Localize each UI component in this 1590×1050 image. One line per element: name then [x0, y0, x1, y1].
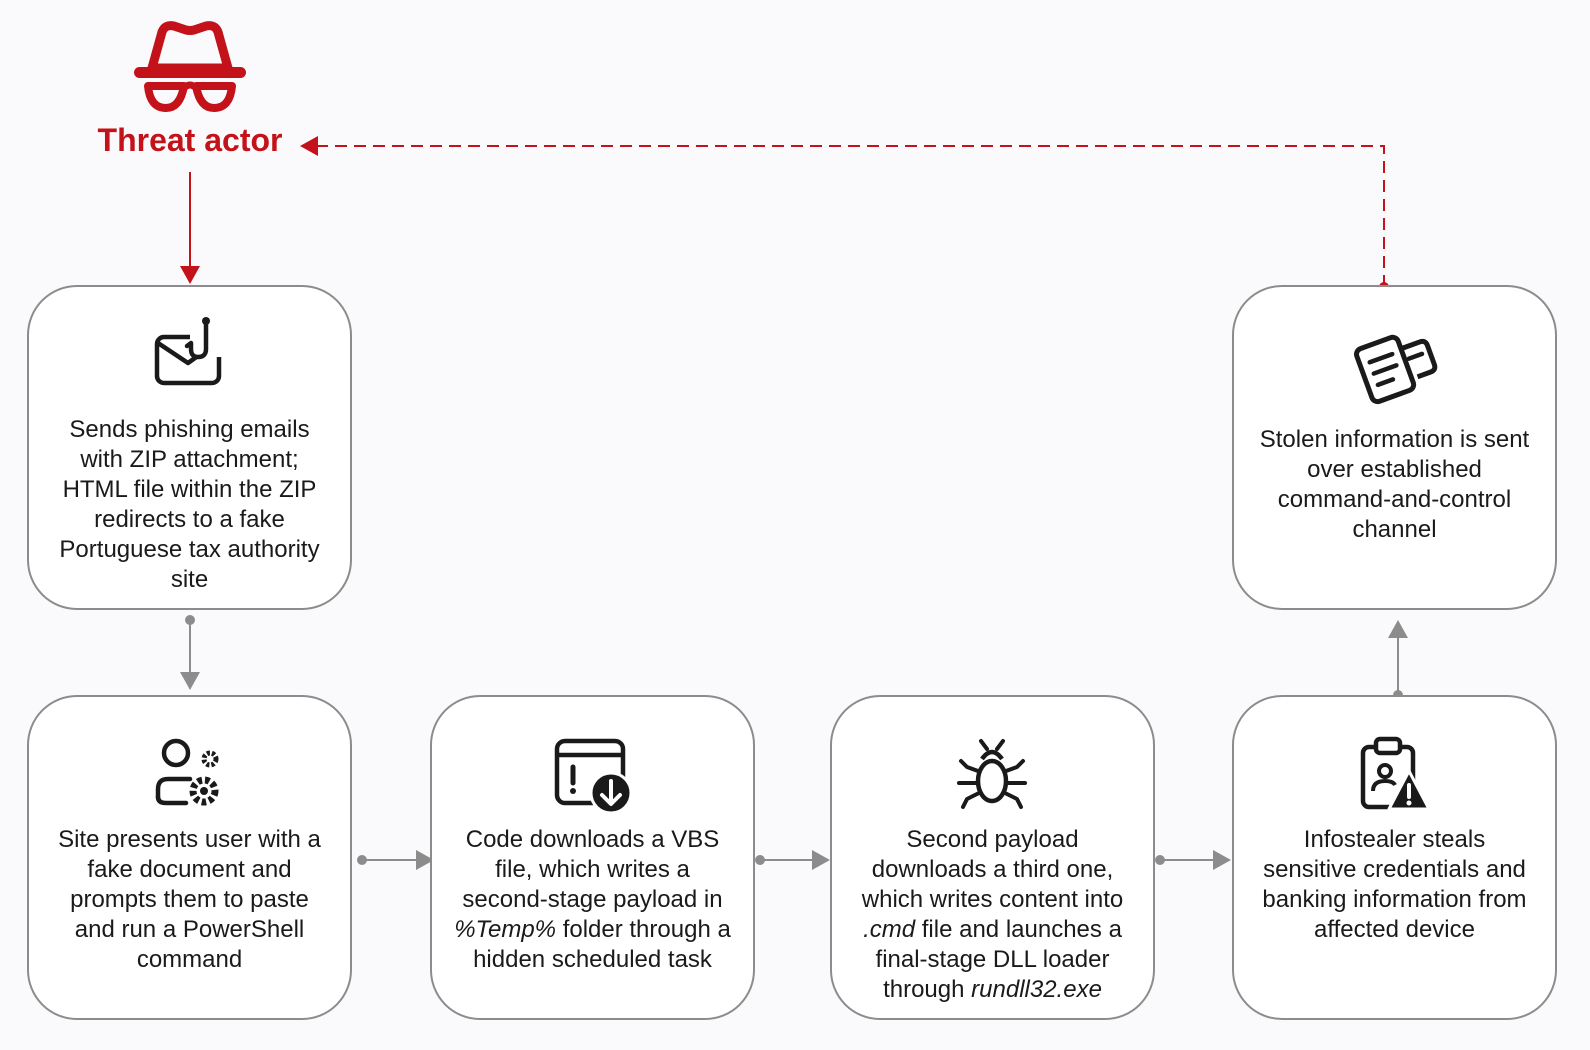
vbs-to-second-payload-arrow — [755, 850, 830, 870]
cmd-file-italic: .cmd — [863, 916, 916, 943]
vbs-download-node: Code downloads a VBS file, which writes … — [430, 695, 755, 1020]
temp-folder-italic: %Temp% — [454, 916, 557, 943]
threat-actor-label: Threat actor — [97, 122, 283, 158]
browser-download-warning-icon — [432, 735, 753, 815]
phishing-email-node: Sends phishing emails with ZIP attachmen… — [27, 285, 352, 610]
exfiltration-node: Stolen information is sent over establis… — [1232, 285, 1557, 610]
vbs-text-start: Code downloads a VBS file, which writes … — [462, 826, 723, 913]
second-payload-node: Second payload downloads a third one, wh… — [830, 695, 1155, 1020]
envelope-with-hook-icon — [29, 315, 350, 395]
vbs-download-description: Code downloads a VBS file, which writes … — [454, 825, 731, 975]
rundll32-italic: rundll32.exe — [971, 976, 1102, 1003]
bug-icon — [832, 737, 1153, 812]
infostealer-description: Infostealer steals sensitive credentials… — [1262, 826, 1527, 943]
fake-document-description: Site presents user with a fake document … — [58, 826, 321, 973]
exfiltration-description: Stolen information is sent over establis… — [1259, 426, 1530, 543]
payload-text-start: Second payload downloads a third one, wh… — [861, 826, 1124, 913]
fake-document-to-vbs-arrow — [357, 850, 434, 870]
phishing-to-fake-document-arrow — [180, 615, 200, 690]
phishing-email-description: Sends phishing emails with ZIP attachmen… — [59, 416, 320, 593]
clipboard-user-warning-icon — [1234, 735, 1555, 813]
second-payload-description: Second payload downloads a third one, wh… — [854, 825, 1131, 1005]
infostealer-to-exfiltration-arrow — [1388, 620, 1408, 700]
incognito-spy-icon — [130, 18, 250, 118]
second-payload-to-infostealer-arrow — [1155, 850, 1231, 870]
documents-exfiltration-icon — [1234, 323, 1555, 408]
exfiltration-to-actor-arrow — [300, 136, 1389, 292]
user-with-gears-icon — [29, 737, 350, 812]
actor-to-phishing-arrow — [180, 172, 200, 284]
infostealer-node: Infostealer steals sensitive credentials… — [1232, 695, 1557, 1020]
fake-document-node: Site presents user with a fake document … — [27, 695, 352, 1020]
vbs-text-end: folder through a hidden scheduled task — [473, 916, 731, 973]
payload-text-middle: file and launches a final-stage DLL load… — [875, 916, 1122, 1003]
